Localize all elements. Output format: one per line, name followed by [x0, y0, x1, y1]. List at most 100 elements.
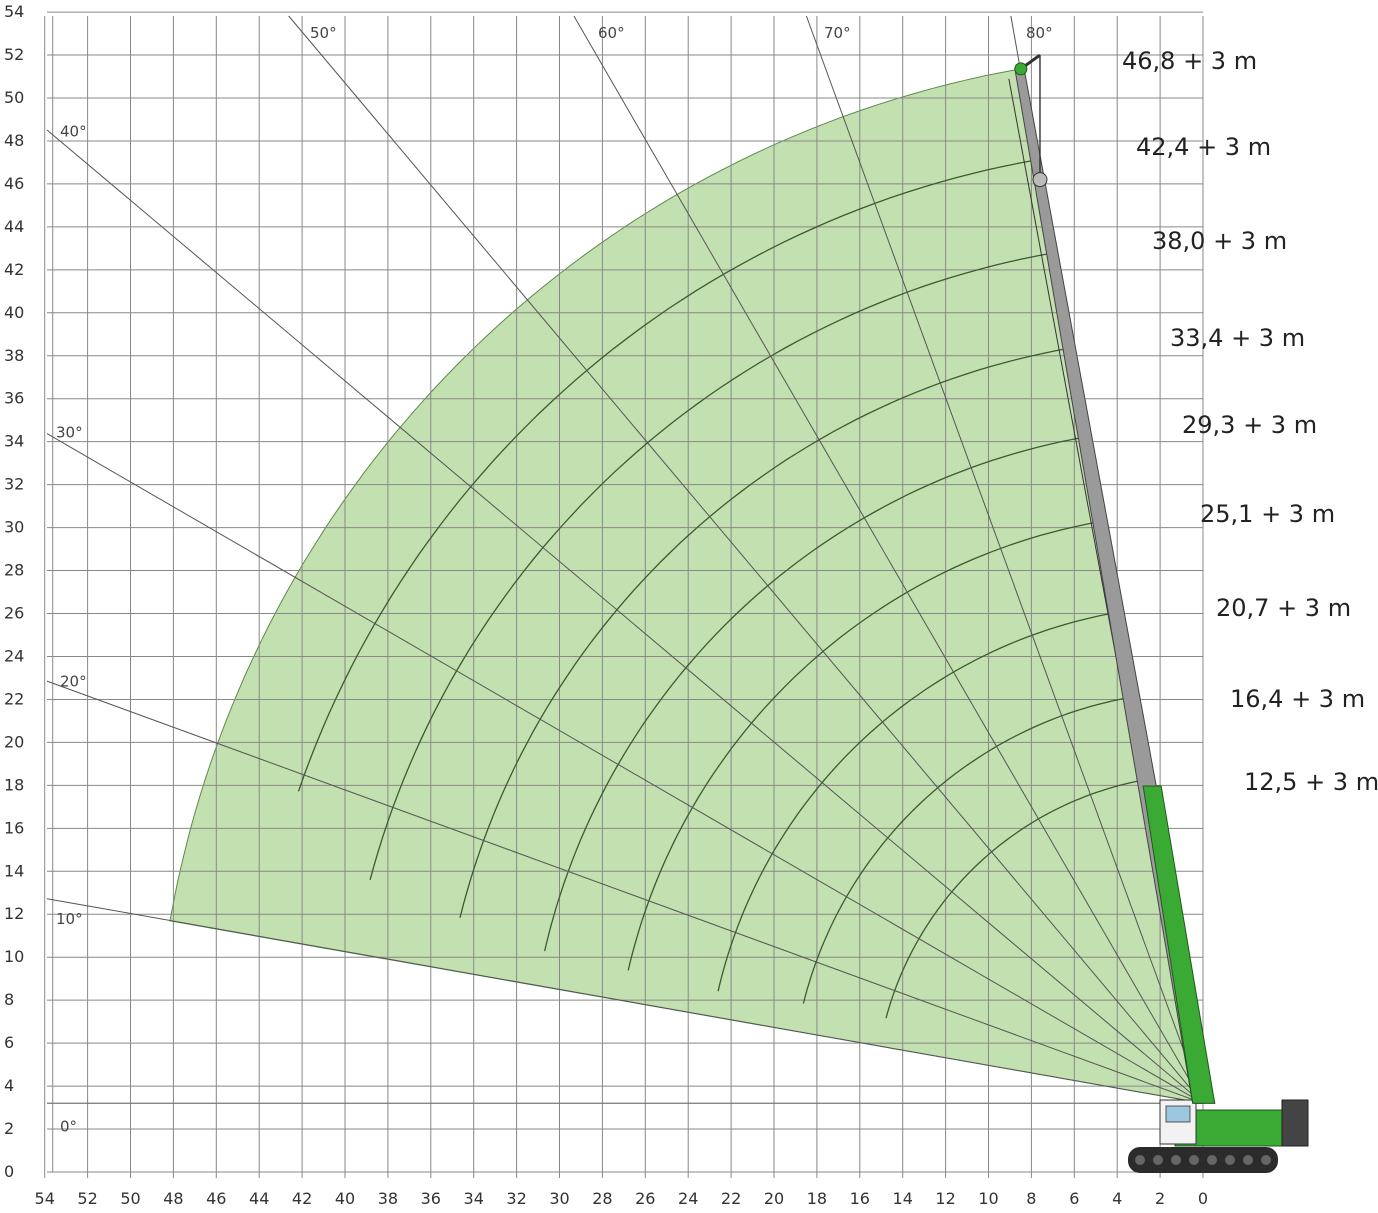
track-roller	[1135, 1155, 1145, 1165]
boom-arc	[543, 436, 1086, 952]
x-tick-label: 8	[1026, 1189, 1036, 1208]
boom-arc	[459, 347, 1071, 918]
x-tick-label: 18	[807, 1189, 827, 1208]
y-tick-label: 14	[4, 861, 24, 880]
x-tick-label: 28	[592, 1189, 612, 1208]
crawler-track	[1128, 1147, 1278, 1173]
y-tick-label: 20	[4, 732, 24, 751]
x-tick-label: 52	[77, 1189, 97, 1208]
y-tick-label: 46	[4, 174, 24, 193]
y-tick-label: 38	[4, 346, 24, 365]
track-roller	[1243, 1155, 1253, 1165]
track-roller	[1189, 1155, 1199, 1165]
track-roller	[1171, 1155, 1181, 1165]
y-tick-label: 30	[4, 518, 24, 537]
boom-head	[1014, 62, 1028, 76]
x-tick-label: 44	[249, 1189, 269, 1208]
x-tick-label: 20	[764, 1189, 784, 1208]
boom-length-label: 20,7 + 3 m	[1216, 594, 1351, 622]
working-range-polygon	[169, 68, 1204, 1104]
angle-label: 30°	[56, 423, 83, 441]
angle-label: 50°	[310, 24, 337, 42]
y-tick-label: 10	[4, 947, 24, 966]
working-range-area	[169, 68, 1204, 1104]
x-tick-label: 32	[506, 1189, 526, 1208]
boom-length-label: 42,4 + 3 m	[1136, 133, 1271, 161]
track-roller	[1207, 1155, 1217, 1165]
angle-label: 40°	[60, 123, 87, 141]
boom-angle-lines	[46, 15, 1204, 1104]
boom-length-label: 16,4 + 3 m	[1230, 685, 1365, 713]
boom-arc	[369, 252, 1054, 880]
x-tick-label: 48	[163, 1189, 183, 1208]
angle-line	[46, 898, 1204, 1104]
angle-line	[288, 15, 1204, 1104]
y-tick-label: 18	[4, 775, 24, 794]
cab-window	[1165, 1105, 1191, 1123]
y-tick-label: 42	[4, 260, 24, 279]
x-tick-label: 54	[35, 1189, 55, 1208]
x-tick-label: 40	[335, 1189, 355, 1208]
x-tick-label: 16	[850, 1189, 870, 1208]
x-tick-label: 22	[721, 1189, 741, 1208]
track-roller	[1225, 1155, 1235, 1165]
boom-arc	[717, 611, 1117, 992]
x-tick-label: 42	[292, 1189, 312, 1208]
boom-length-label: 33,4 + 3 m	[1170, 324, 1305, 352]
boom-arc	[297, 159, 1038, 792]
x-tick-label: 46	[206, 1189, 226, 1208]
x-tick-label: 6	[1069, 1189, 1079, 1208]
x-tick-label: 0	[1198, 1189, 1208, 1208]
y-tick-label: 44	[4, 217, 24, 236]
angle-line	[46, 680, 1204, 1104]
angle-label: 80°	[1026, 24, 1053, 42]
angle-line	[46, 129, 1204, 1104]
x-tick-label: 12	[935, 1189, 955, 1208]
boom-arc	[802, 696, 1132, 1004]
x-tick-label: 30	[549, 1189, 569, 1208]
y-tick-label: 16	[4, 818, 24, 837]
track-roller	[1153, 1155, 1163, 1165]
y-tick-label: 26	[4, 604, 24, 623]
y-tick-label: 48	[4, 131, 24, 150]
y-tick-label: 50	[4, 88, 24, 107]
y-tick-label: 24	[4, 646, 24, 665]
boom-length-label: 12,5 + 3 m	[1244, 768, 1378, 796]
track-roller	[1261, 1155, 1271, 1165]
angle-label: 70°	[824, 24, 851, 42]
y-tick-label: 52	[4, 45, 24, 64]
y-tick-label: 8	[4, 990, 14, 1009]
y-tick-label: 36	[4, 389, 24, 408]
x-tick-label: 50	[120, 1189, 140, 1208]
angle-label: 0°	[60, 1117, 77, 1135]
x-tick-label: 14	[893, 1189, 913, 1208]
hook-block	[1032, 172, 1048, 188]
y-tick-label: 6	[4, 1033, 14, 1052]
crane-illustration	[1008, 53, 1309, 1173]
boom-radius-arcs	[297, 159, 1147, 1019]
y-tick-label: 12	[4, 904, 24, 923]
boom-arc	[885, 778, 1147, 1019]
angle-line	[46, 433, 1204, 1104]
angle-line	[573, 15, 1204, 1104]
x-tick-label: 2	[1155, 1189, 1165, 1208]
angle-line	[805, 15, 1204, 1104]
y-tick-label: 0	[4, 1162, 14, 1181]
x-tick-label: 24	[678, 1189, 698, 1208]
y-tick-label: 22	[4, 689, 24, 708]
y-tick-label: 34	[4, 432, 24, 451]
x-tick-label: 26	[635, 1189, 655, 1208]
x-tick-label: 4	[1112, 1189, 1122, 1208]
y-tick-label: 4	[4, 1076, 14, 1095]
y-tick-label: 32	[4, 475, 24, 494]
y-tick-label: 54	[4, 2, 24, 21]
y-tick-label: 2	[4, 1119, 14, 1138]
y-tick-label: 28	[4, 561, 24, 580]
x-tick-label: 34	[464, 1189, 484, 1208]
chart-grid	[44, 11, 1204, 1178]
angle-label: 60°	[598, 24, 625, 42]
x-tick-label: 36	[421, 1189, 441, 1208]
y-tick-label: 40	[4, 303, 24, 322]
